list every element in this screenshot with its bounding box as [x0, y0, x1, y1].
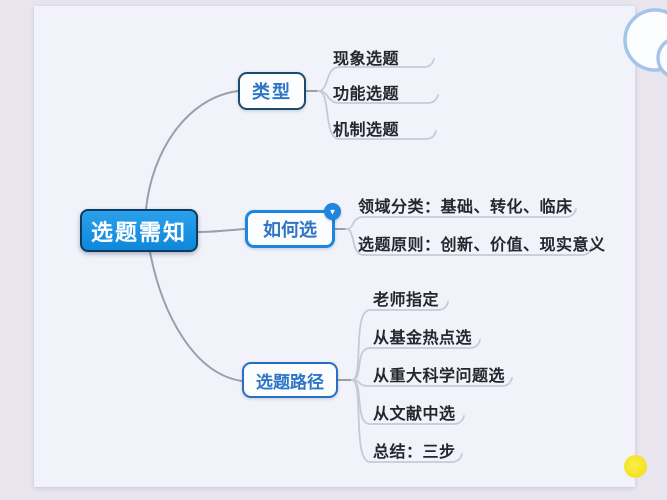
branch-node-topic-path[interactable]: 选题路径: [242, 362, 338, 398]
branch-node-how-to-choose[interactable]: 如何选 ▼: [245, 203, 341, 248]
leaf-node[interactable]: 选题原则：创新、价值、现实意义: [358, 237, 606, 254]
leaf-node[interactable]: 机制选题: [333, 122, 400, 139]
leaf-node[interactable]: 从重大科学问题选: [373, 368, 506, 385]
root-node[interactable]: 选题需知: [80, 209, 198, 252]
leaf-node[interactable]: 领域分类：基础、转化、临床: [358, 199, 573, 216]
collapse-badge[interactable]: ▼: [324, 203, 341, 220]
leaf-node[interactable]: 老师指定: [373, 292, 440, 309]
leaf-node[interactable]: 从基金热点选: [373, 330, 473, 347]
branch-label: 如何选: [263, 220, 317, 240]
triangle-down-icon: ▼: [328, 207, 337, 216]
cloud-icon: [623, 8, 667, 77]
leaf-node[interactable]: 总结：三步: [373, 444, 456, 461]
branch-node-type[interactable]: 类型: [238, 72, 306, 110]
mindmap-canvas[interactable]: 选题需知 类型 现象选题 功能选题 机制选题 如何选 ▼ 领域分类：基础、转化、…: [34, 6, 635, 487]
leaf-node[interactable]: 现象选题: [333, 51, 400, 68]
leaf-node[interactable]: 功能选题: [333, 86, 400, 103]
yellow-dot-sticker: [624, 455, 647, 478]
leaf-node[interactable]: 从文献中选: [373, 406, 456, 423]
connector-lines: [145, 58, 593, 463]
